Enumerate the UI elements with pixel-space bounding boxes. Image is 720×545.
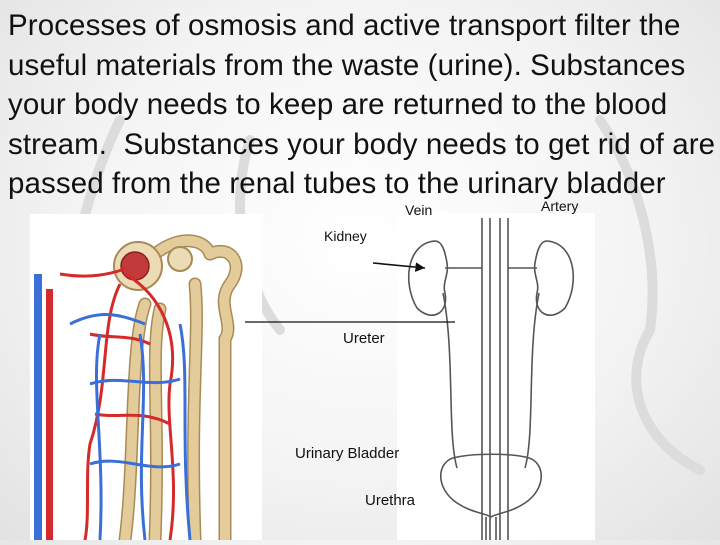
right-kidney xyxy=(535,241,574,315)
urinary-system-diagram xyxy=(397,213,595,540)
ureter-label: Ureter xyxy=(343,330,385,347)
vein-label: Vein xyxy=(405,202,432,218)
left-ureter xyxy=(443,293,457,468)
urethra-label: Urethra xyxy=(365,492,415,509)
bladder-label: Urinary Bladder xyxy=(295,445,399,462)
right-ureter xyxy=(525,293,539,468)
main-vein xyxy=(34,274,42,540)
left-kidney xyxy=(409,241,448,315)
main-artery xyxy=(46,289,53,540)
kidney-label: Kidney xyxy=(324,228,367,244)
artery-label: Artery xyxy=(541,198,578,214)
nephron-illustration xyxy=(30,214,262,540)
slide-paragraph: Processes of osmosis and active transpor… xyxy=(8,6,720,204)
